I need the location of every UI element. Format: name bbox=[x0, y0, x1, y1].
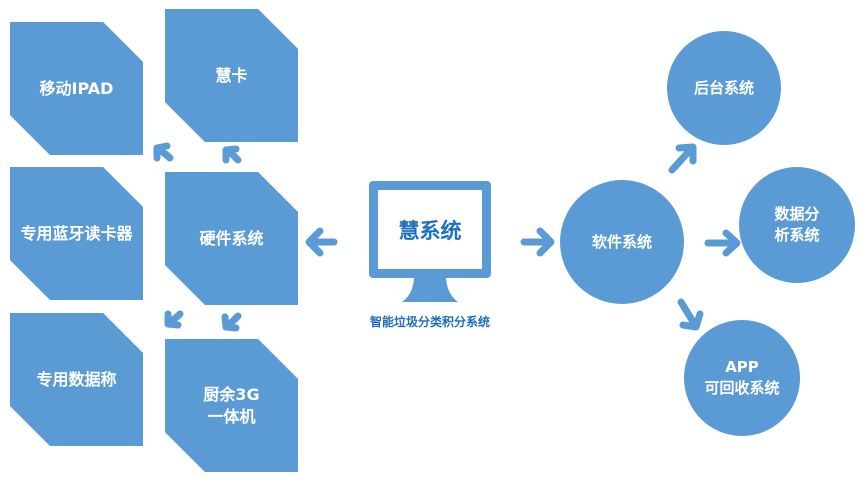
arrow-to-analysis bbox=[704, 229, 741, 257]
arrow-to-scale bbox=[164, 310, 184, 329]
arrow-to-3g bbox=[221, 312, 242, 332]
node-3g-kitchen-machine: 厨余3G 一体机 bbox=[165, 339, 298, 472]
node-data-scale: 专用数据称 bbox=[10, 313, 143, 446]
arrow-to-hardware bbox=[305, 227, 338, 257]
node-app-recycling: APP 可回收系统 bbox=[684, 320, 800, 436]
node-ipad: 移动IPAD bbox=[10, 22, 143, 155]
arrow-to-app bbox=[677, 298, 704, 331]
arrow-to-card bbox=[222, 145, 242, 164]
arrow-to-software bbox=[520, 227, 555, 257]
node-card: 慧卡 bbox=[165, 9, 298, 142]
center-title: 慧系统 bbox=[378, 190, 482, 269]
node-software-system: 软件系统 bbox=[560, 180, 684, 304]
arrow-to-backend bbox=[668, 143, 697, 174]
node-data-analysis: 数据分 析系统 bbox=[739, 167, 855, 283]
node-bluetooth-reader: 专用蓝牙读卡器 bbox=[10, 167, 143, 300]
arrow-to-ipad bbox=[153, 142, 174, 162]
node-backend-system: 后台系统 bbox=[667, 31, 781, 145]
monitor-icon: 慧系统 bbox=[369, 181, 491, 278]
monitor-stand-icon bbox=[402, 278, 458, 302]
center-caption: 智能垃圾分类积分系统 bbox=[369, 315, 490, 329]
node-hardware-system: 硬件系统 bbox=[165, 172, 298, 305]
